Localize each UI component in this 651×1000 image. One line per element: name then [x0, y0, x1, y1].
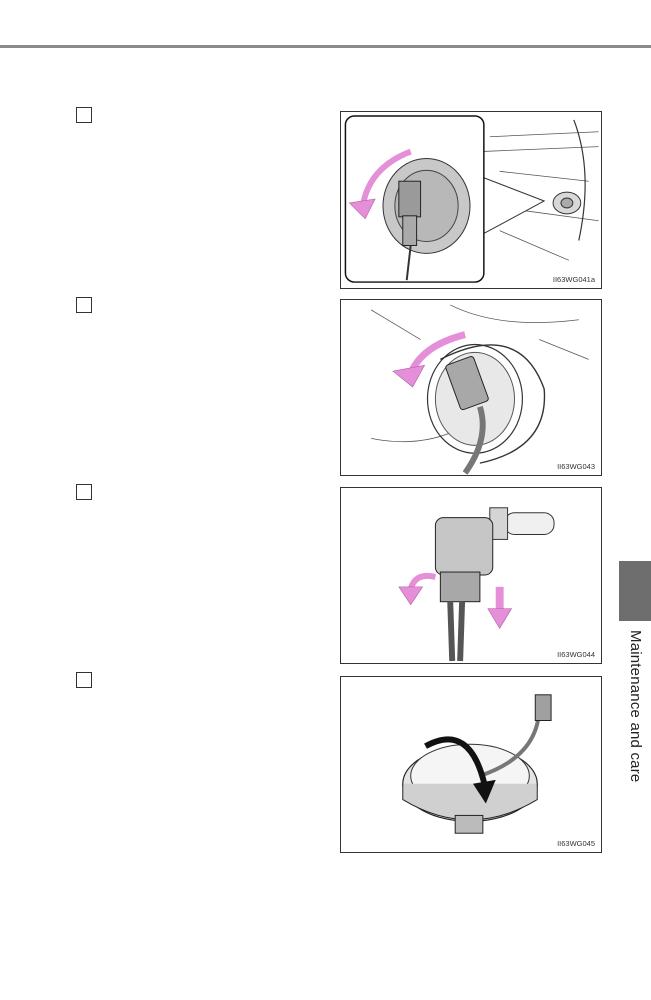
figure-2-illustration [370, 304, 589, 475]
section-label: Maintenance and care [627, 630, 644, 783]
figure-4-code: II63WG045 [557, 839, 595, 848]
figure-4: II63WG045 [340, 676, 602, 853]
header-rule [0, 45, 651, 48]
step-1-checkbox [76, 107, 92, 123]
figure-1-illustration [344, 115, 599, 283]
figure-3-illustration [398, 507, 555, 662]
figure-2: II63WG043 [340, 299, 602, 476]
figure-3-code: II63WG044 [557, 650, 595, 659]
figure-1: II63WG041a [340, 111, 602, 289]
step-3-checkbox [76, 484, 92, 500]
figure-4-illustration [402, 694, 552, 834]
figure-3: II63WG044 [340, 487, 602, 664]
step-2-checkbox [76, 297, 92, 313]
figure-1-code: II63WG041a [552, 275, 595, 284]
section-tab [619, 561, 651, 621]
figure-2-code: II63WG043 [557, 462, 595, 471]
step-4-checkbox [76, 672, 92, 688]
